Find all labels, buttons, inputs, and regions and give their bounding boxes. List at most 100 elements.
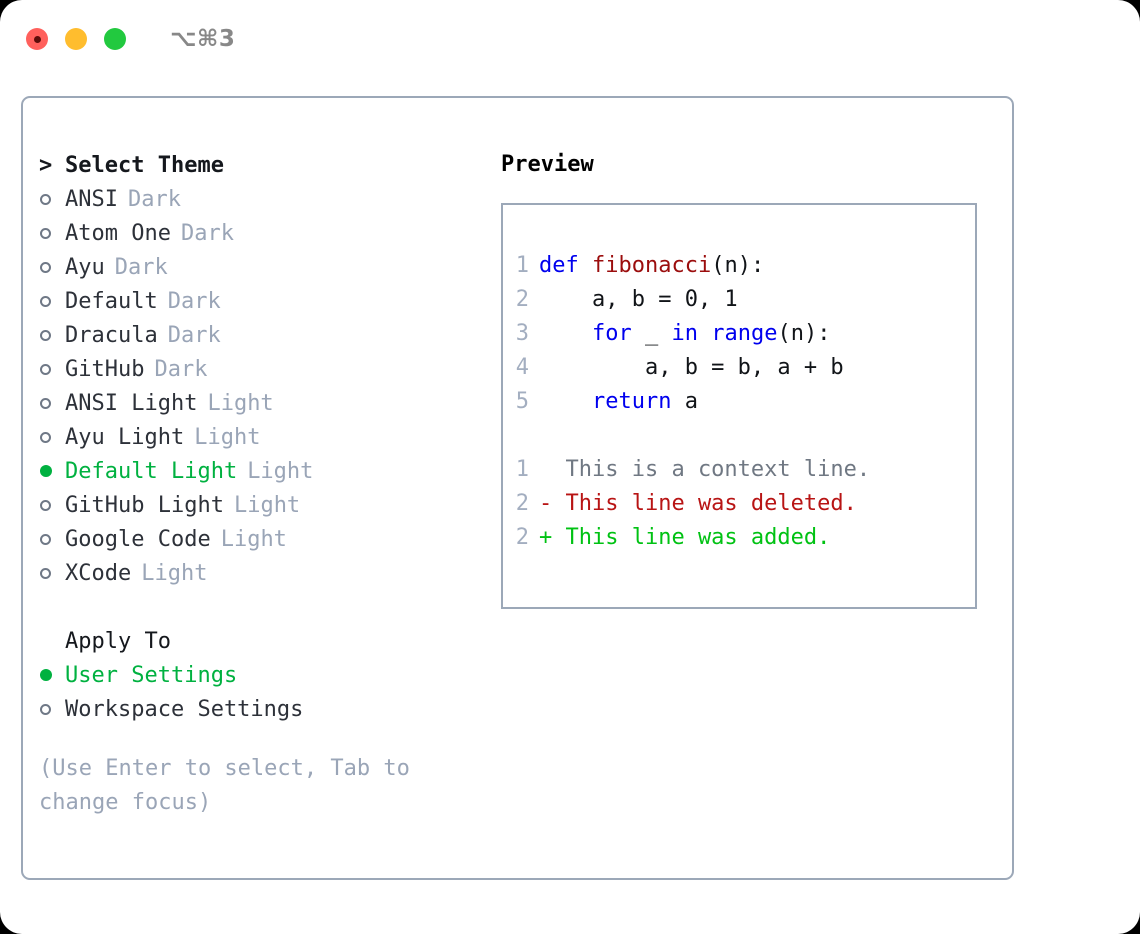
theme-list-item[interactable]: Ayu Light Light xyxy=(39,420,499,454)
code-token-kw: range xyxy=(711,321,778,346)
radio-unselected-icon xyxy=(40,295,51,307)
code-line-content: for _ in range(n): xyxy=(539,317,830,351)
close-window-icon[interactable] xyxy=(26,28,48,50)
theme-item-marker xyxy=(39,567,65,579)
diff-line-content: This is a context line. xyxy=(539,457,871,482)
theme-item-marker xyxy=(39,227,65,239)
theme-list-item[interactable]: Google Code Light xyxy=(39,522,499,556)
preview-title: Preview xyxy=(501,152,594,177)
theme-item-name: Google Code xyxy=(65,526,211,552)
code-token-plain: (n): xyxy=(711,253,765,278)
code-token-kw: in xyxy=(671,321,698,346)
theme-list-item[interactable]: ANSI Dark xyxy=(39,182,499,216)
theme-item-variant: Dark xyxy=(167,322,221,348)
theme-list-item[interactable]: GitHub Light Light xyxy=(39,488,499,522)
code-token-plain: a, b = 0, 1 xyxy=(539,287,738,312)
theme-item-variant: Light xyxy=(233,492,301,518)
theme-list-item[interactable]: Dracula Dark xyxy=(39,318,499,352)
radio-selected-icon xyxy=(40,465,52,477)
theme-item-name: Dracula xyxy=(65,322,158,348)
select-theme-label: Select Theme xyxy=(65,152,224,178)
theme-item-name: Ayu Light xyxy=(65,424,185,450)
theme-item-variant: Dark xyxy=(167,288,221,314)
apply-to-option-label: Workspace Settings xyxy=(65,696,304,722)
apply-to-option-marker xyxy=(39,703,65,715)
theme-item-marker xyxy=(39,363,65,375)
radio-unselected-icon xyxy=(40,499,51,511)
code-line-number: 2 xyxy=(515,287,529,312)
radio-unselected-icon xyxy=(40,397,51,409)
theme-item-variant: Light xyxy=(194,424,261,450)
radio-unselected-icon xyxy=(40,329,51,341)
code-line-number: 1 xyxy=(515,253,529,278)
theme-item-name: Default xyxy=(65,288,158,314)
select-theme-heading: > Select Theme xyxy=(39,148,499,182)
apply-to-heading: Apply To xyxy=(39,624,499,658)
apply-to-option[interactable]: Workspace Settings xyxy=(39,692,499,726)
theme-item-marker xyxy=(39,295,65,307)
theme-item-marker xyxy=(39,431,65,443)
theme-item-marker xyxy=(39,193,65,205)
diff-line-number: 2 xyxy=(515,525,529,550)
theme-item-name: ANSI Light xyxy=(65,390,198,416)
window-controls xyxy=(26,28,126,50)
apply-to-label: Apply To xyxy=(65,628,171,654)
theme-item-variant: Dark xyxy=(127,186,181,212)
theme-item-variant: Light xyxy=(220,526,287,552)
apply-to-option-label: User Settings xyxy=(65,662,238,688)
theme-item-marker xyxy=(39,465,65,477)
diff-line-content: - This line was deleted. xyxy=(539,491,857,516)
theme-item-variant: Light xyxy=(247,458,314,484)
theme-item-marker xyxy=(39,329,65,341)
code-token-kw: def xyxy=(539,253,592,278)
diff-line-number: 1 xyxy=(515,457,529,482)
radio-unselected-icon xyxy=(40,193,51,205)
diff-line: 2 + This line was added. xyxy=(503,521,975,555)
code-token-plain xyxy=(698,321,711,346)
theme-item-variant: Dark xyxy=(154,356,208,382)
theme-list-item[interactable]: Default Dark xyxy=(39,284,499,318)
code-token-kw: for xyxy=(591,321,632,346)
radio-unselected-icon xyxy=(40,261,51,273)
code-line-content: def fibonacci(n): xyxy=(539,249,764,283)
apply-to-option-marker xyxy=(39,669,65,681)
diff-line-number: 2 xyxy=(515,491,529,516)
list-spacer xyxy=(39,590,499,624)
radio-unselected-icon xyxy=(40,227,51,239)
theme-item-name: Atom One xyxy=(65,220,171,246)
theme-item-name: ANSI xyxy=(65,186,118,212)
code-line: 3 for _ in range(n): xyxy=(503,317,975,351)
theme-item-marker xyxy=(39,397,65,409)
code-token-plain: a, b = b, a + b xyxy=(539,355,844,380)
theme-item-variant: Dark xyxy=(180,220,234,246)
apply-to-option[interactable]: User Settings xyxy=(39,658,499,692)
theme-item-name: XCode xyxy=(65,560,132,586)
minimize-window-icon[interactable] xyxy=(65,28,87,50)
code-line-content: return a xyxy=(539,385,698,419)
theme-list-item[interactable]: Atom One Dark xyxy=(39,216,499,250)
theme-item-name: GitHub Light xyxy=(65,492,224,518)
keyboard-hint: (Use Enter to select, Tab to change focu… xyxy=(39,756,410,815)
theme-item-marker xyxy=(39,533,65,545)
theme-item-marker xyxy=(39,261,65,273)
code-line: 2 a, b = 0, 1 xyxy=(503,283,975,317)
code-diff-separator xyxy=(503,419,975,453)
window-title-shortcut: ⌥⌘3 xyxy=(170,26,236,52)
code-token-plain: (n): xyxy=(777,321,831,346)
theme-item-variant: Dark xyxy=(114,254,168,280)
diff-line: 2 - This line was deleted. xyxy=(503,487,975,521)
maximize-window-icon[interactable] xyxy=(104,28,126,50)
code-line: 1 def fibonacci(n): xyxy=(503,249,975,283)
diff-line-content: + This line was added. xyxy=(539,525,831,550)
code-line: 5 return a xyxy=(503,385,975,419)
